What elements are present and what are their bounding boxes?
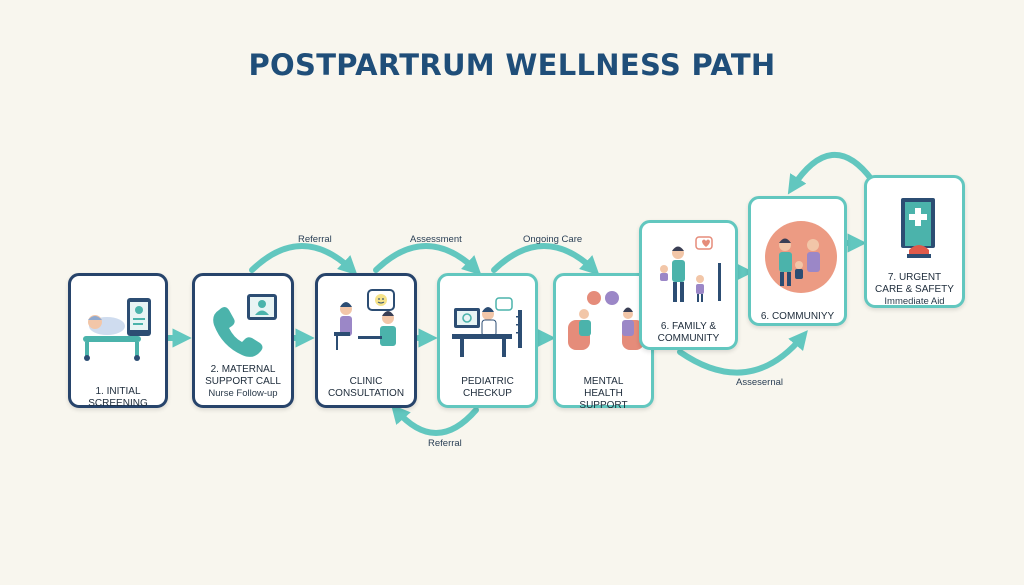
step-card-initial-screening[interactable]: 1. INITIAL SCREENING: [68, 273, 168, 409]
arc-referral-bottom: [390, 404, 479, 436]
step-label: 1. INITIAL SCREENING: [88, 386, 148, 409]
step-card-community[interactable]: 6. COMMUNIYY: [748, 196, 847, 326]
arrow-label-referral-bottom: Referral: [428, 438, 462, 449]
step-label: 7. URGENT CARE & SAFETY: [875, 272, 954, 295]
step-label: 6. FAMILY & COMMUNITY: [657, 321, 720, 344]
arc-return-upper: [787, 151, 875, 195]
consultation-illustration: [334, 289, 396, 350]
arrow-label-referral-top: Referral: [298, 234, 332, 245]
arrow-label-ongoing-care-top: Ongoing Care: [523, 234, 583, 245]
family-illustration: [660, 236, 721, 302]
step-sublabel: Immediate Aid: [884, 296, 945, 307]
step-label: CLINIC CONSULTATION: [327, 376, 405, 399]
step-card-clinic-consultation[interactable]: CLINIC CONSULTATION: [315, 273, 417, 408]
arc-ongoing-care-top: [491, 243, 600, 276]
step-card-maternal-support-call[interactable]: 2. MATERNAL SUPPORT CALL Nurse Follow-up: [192, 273, 294, 408]
hospital-bed-baby-illustration: [83, 298, 151, 361]
step-card-mental-health-support[interactable]: MENTAL HEALTH SUPPORT: [553, 273, 654, 411]
arrow-label-assessment-top: Assessment: [410, 234, 462, 245]
step-card-family-community[interactable]: 6. FAMILY & COMMUNITY: [639, 220, 738, 350]
emergency-door-illustration: [901, 198, 935, 258]
pediatric-illustration: [452, 297, 522, 357]
arc-assesernal-bottom: [677, 330, 808, 376]
arrow-label-assesernal-bottom: Assesernal: [736, 377, 783, 388]
step-label: 2. MATERNAL SUPPORT CALL: [205, 364, 281, 387]
step-card-pediatric-checkup[interactable]: PEDIATRIC CHECKUP: [437, 273, 538, 408]
page-title: POSTPARTRUM WELLNESS PATH: [248, 48, 776, 82]
step-label: PEDIATRIC CHECKUP: [461, 376, 514, 399]
mental-health-illustration: [568, 291, 644, 350]
step-label: 6. COMMUNIYY: [760, 311, 835, 322]
community-illustration: [765, 221, 837, 293]
step-sublabel: Nurse Follow-up: [208, 388, 278, 399]
arc-assessment-top: [373, 243, 482, 276]
step-card-urgent-care-safety[interactable]: 7. URGENT CARE & SAFETY Immediate Aid: [864, 175, 965, 308]
step-label: MENTAL HEALTH SUPPORT: [579, 376, 628, 411]
arc-referral-top: [249, 243, 358, 276]
phone-call-illustration: [213, 294, 277, 357]
